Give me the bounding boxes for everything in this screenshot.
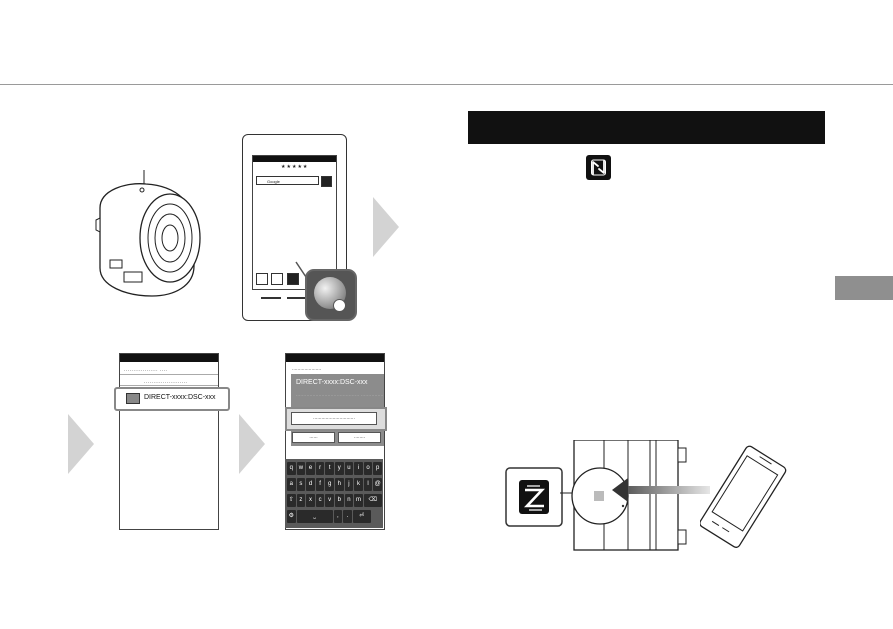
status-bar: [120, 354, 218, 362]
key[interactable]: p: [373, 462, 382, 475]
tap-arrow-icon: [612, 478, 710, 502]
step-arrow-icon: [239, 414, 265, 474]
key[interactable]: c: [315, 494, 325, 507]
nav-button[interactable]: [287, 297, 307, 299]
space-key[interactable]: ⎵: [296, 510, 333, 523]
wifi-network-item[interactable]: DIRECT-xxxx:DSC-xxx: [114, 387, 230, 411]
status-stars: ★★★★★: [281, 164, 309, 170]
list-subheader-text: .......................: [144, 379, 188, 385]
key[interactable]: x: [306, 494, 315, 507]
key[interactable]: w: [296, 462, 306, 475]
playmemories-app-icon[interactable]: [305, 269, 357, 321]
divider: [120, 385, 218, 386]
key[interactable]: j: [344, 478, 354, 491]
password-input[interactable]: ..............................: [291, 412, 377, 425]
wifi-network-list-screen: .................. .... ................…: [119, 353, 219, 530]
key[interactable]: u: [344, 462, 354, 475]
key[interactable]: z: [296, 494, 306, 507]
key[interactable]: d: [306, 478, 315, 491]
cancel-button[interactable]: ......: [292, 432, 335, 443]
divider: [120, 374, 218, 375]
enter-key[interactable]: ⏎: [352, 510, 371, 523]
key[interactable]: q: [287, 462, 296, 475]
key[interactable]: g: [325, 478, 334, 491]
nav-button[interactable]: [261, 297, 281, 299]
chapter-side-tab: [835, 276, 893, 300]
onscreen-keyboard: q w e r t y u i o p a s d f g h j k l @ …: [285, 459, 383, 528]
dock-labels: ....... ........: [255, 286, 283, 291]
nfc-logo-panel: [505, 467, 563, 527]
step-arrow-icon: [68, 414, 94, 474]
status-bar: [253, 156, 336, 162]
microphone-icon[interactable]: [321, 176, 332, 187]
key[interactable]: e: [306, 462, 315, 475]
nfc-n-mark-icon: [586, 155, 611, 180]
key[interactable]: n: [344, 494, 354, 507]
dialog-body-text: ........................................…: [296, 392, 384, 397]
connect-button[interactable]: ........: [338, 432, 381, 443]
key[interactable]: f: [315, 478, 325, 491]
key[interactable]: o: [363, 462, 373, 475]
keyboard-row-4: ⚙ ⎵ , . ⏎: [287, 510, 371, 523]
camera-icon: [126, 393, 140, 404]
password-field-highlight[interactable]: ..............................: [285, 407, 387, 431]
keyboard-row-3: ⇧ z x c v b n m ⌫: [287, 494, 382, 507]
backspace-key[interactable]: ⌫: [363, 494, 382, 507]
key[interactable]: i: [354, 462, 363, 475]
step-arrow-icon: [373, 197, 399, 257]
app-icon[interactable]: [256, 273, 268, 285]
key[interactable]: r: [315, 462, 325, 475]
app-icon[interactable]: [287, 273, 299, 285]
app-icon[interactable]: [271, 273, 283, 285]
lens-style-camera-illustration: [95, 170, 201, 297]
phone-screen: ★★★★★ Google ....... ........: [252, 155, 337, 291]
search-widget[interactable]: Google: [256, 176, 319, 185]
keyboard-row-1: q w e r t y u i o p: [287, 462, 382, 475]
key[interactable]: m: [354, 494, 363, 507]
key[interactable]: a: [287, 478, 296, 491]
header-rule: [0, 84, 893, 85]
keyboard-row-2: a s d f g h j k l @: [287, 478, 382, 491]
key[interactable]: b: [334, 494, 344, 507]
screen-header-text: .....................: [292, 366, 322, 372]
list-header-text: .................. ....: [124, 367, 168, 373]
key[interactable]: .: [343, 510, 352, 523]
section-header-bar: [468, 111, 825, 144]
key[interactable]: v: [325, 494, 334, 507]
key[interactable]: k: [354, 478, 363, 491]
camera-badge-icon: [333, 299, 346, 312]
key[interactable]: s: [296, 478, 306, 491]
smartphone-home-screen: ★★★★★ Google ....... ........: [242, 134, 347, 321]
key[interactable]: l: [363, 478, 373, 491]
settings-key-icon[interactable]: ⚙: [287, 510, 296, 523]
key[interactable]: y: [334, 462, 344, 475]
shift-key[interactable]: ⇧: [287, 494, 296, 507]
network-ssid: DIRECT-xxxx:DSC-xxx: [144, 394, 216, 401]
key[interactable]: @: [373, 478, 382, 491]
key[interactable]: ,: [333, 510, 343, 523]
key[interactable]: h: [334, 478, 344, 491]
key[interactable]: t: [325, 462, 334, 475]
smartphone-nfc-illustration: [700, 445, 787, 548]
status-bar: [286, 354, 384, 362]
dialog-ssid: DIRECT-xxxx:DSC-xxx: [296, 379, 368, 386]
